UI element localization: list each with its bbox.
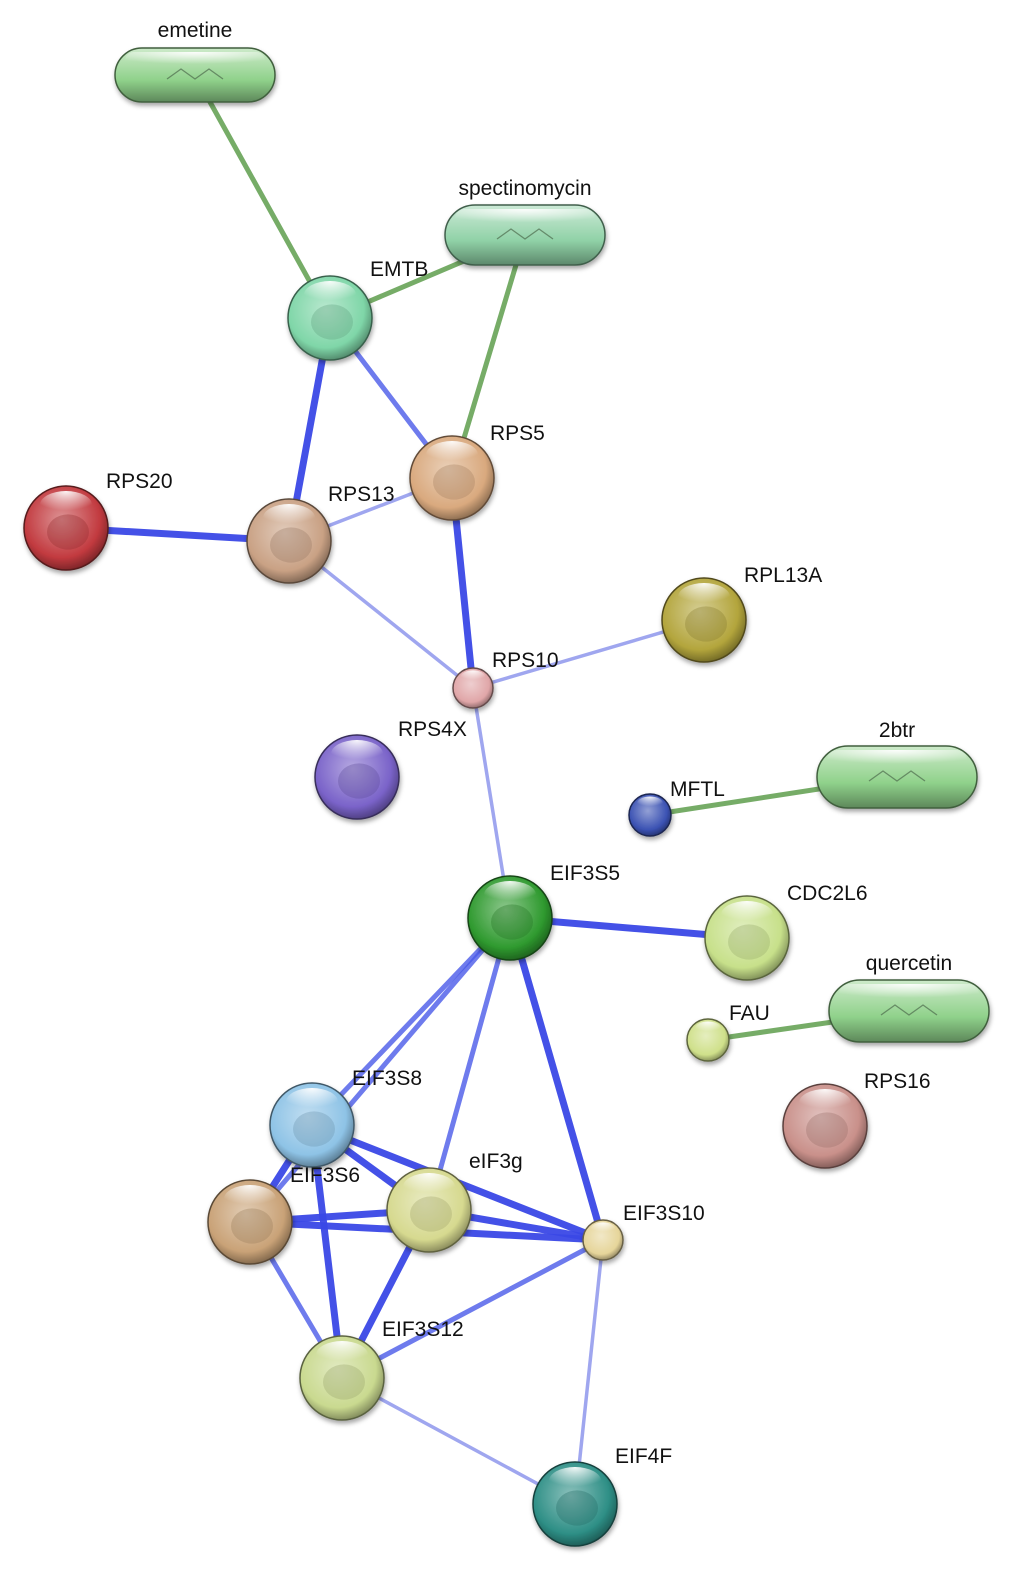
protein-structure-icon (270, 527, 312, 563)
molecule-structure-icon (868, 770, 926, 782)
node-EIF3S6[interactable] (207, 1179, 293, 1265)
node-label-MFTL: MFTL (670, 778, 725, 801)
gloss-highlight (483, 881, 537, 909)
node-quercetin[interactable] (828, 979, 990, 1043)
gloss-highlight (223, 1185, 277, 1213)
gloss-highlight (262, 504, 316, 532)
node-label-EIF4F: EIF4F (615, 1445, 672, 1468)
gloss-highlight (798, 1089, 852, 1117)
node-label-EIF3S8: EIF3S8 (352, 1067, 422, 1090)
node-EIF3S8[interactable] (269, 1082, 355, 1168)
node-RPS4X[interactable] (314, 734, 400, 820)
protein-structure-icon (556, 1490, 598, 1526)
node-label-RPS16: RPS16 (864, 1070, 931, 1093)
gloss-highlight (460, 670, 486, 684)
edge-EIF3S10-EIF4F[interactable] (573, 1238, 605, 1506)
gloss-highlight (677, 583, 731, 611)
gloss-highlight (402, 1173, 456, 1201)
molecule-structure-icon (496, 228, 554, 240)
node-label-EIF3S6: EIF3S6 (290, 1164, 360, 1187)
gloss-highlight (720, 901, 774, 929)
protein-structure-icon (293, 1111, 335, 1147)
edge-EIF3S5-eIF3g[interactable] (426, 915, 513, 1213)
edge-EIF3S12-EIF4F[interactable] (340, 1376, 577, 1506)
gloss-highlight (315, 1341, 369, 1369)
gloss-highlight (125, 52, 265, 70)
protein-structure-icon (728, 924, 770, 960)
protein-structure-icon (806, 1112, 848, 1148)
node-label-spectinomycin: spectinomycin (458, 177, 591, 200)
protein-structure-icon (338, 763, 380, 799)
edge-emetine-EMTB[interactable] (192, 72, 333, 321)
protein-structure-icon (685, 606, 727, 642)
node-EIF4F[interactable] (532, 1461, 618, 1547)
node-label-RPS20: RPS20 (106, 470, 173, 493)
node-label-EIF3S12: EIF3S12 (382, 1318, 464, 1341)
node-label-CDC2L6: CDC2L6 (787, 882, 868, 905)
node-EIF3S10[interactable] (582, 1219, 624, 1261)
protein-structure-icon (491, 904, 533, 940)
gloss-highlight (590, 1222, 616, 1236)
node-EIF3S5[interactable] (467, 875, 553, 961)
edge-EIF3S10-EIF3S12[interactable] (339, 1237, 606, 1381)
gloss-highlight (425, 441, 479, 469)
node-label-RPS5: RPS5 (490, 422, 545, 445)
node-EMTB[interactable] (287, 275, 373, 361)
gloss-highlight (827, 750, 967, 770)
node-RPS13[interactable] (246, 498, 332, 584)
gloss-highlight (455, 209, 595, 229)
node-label-FAU: FAU (729, 1002, 770, 1025)
node-label-EMTB: EMTB (370, 258, 428, 281)
gloss-highlight (548, 1467, 602, 1495)
node-CDC2L6[interactable] (704, 895, 790, 981)
gloss-highlight (303, 281, 357, 309)
node-EIF3S12[interactable] (299, 1335, 385, 1421)
gloss-highlight (636, 796, 664, 811)
protein-structure-icon (311, 304, 353, 340)
node-spectinomycin[interactable] (444, 204, 606, 266)
molecule-structure-icon (880, 1004, 938, 1016)
node-FAU[interactable] (686, 1018, 730, 1062)
gloss-highlight (694, 1021, 722, 1036)
node-RPS16[interactable] (782, 1083, 868, 1169)
protein-structure-icon (433, 464, 475, 500)
node-label-EIF3S10: EIF3S10 (623, 1202, 705, 1225)
node-label-RPS10: RPS10 (492, 649, 559, 672)
node-label-EIF3S5: EIF3S5 (550, 862, 620, 885)
node-eIF3g[interactable] (386, 1167, 472, 1253)
gloss-highlight (330, 740, 384, 768)
gloss-highlight (839, 984, 979, 1004)
node-RPS20[interactable] (23, 485, 109, 571)
edge-EIF3S5-EIF3S10[interactable] (506, 914, 607, 1244)
node-2btr[interactable] (816, 745, 978, 809)
node-label-RPS4X: RPS4X (398, 718, 467, 741)
node-emetine[interactable] (114, 47, 276, 103)
node-label-quercetin: quercetin (866, 952, 952, 975)
node-label-RPS13: RPS13 (328, 483, 395, 506)
edge-EIF3S5-EIF3S6[interactable] (247, 915, 513, 1225)
edge-EIF3S5-EIF3S8[interactable] (309, 915, 513, 1128)
gloss-highlight (285, 1088, 339, 1116)
protein-structure-icon (410, 1196, 452, 1232)
node-label-RPL13A: RPL13A (744, 564, 822, 587)
molecule-structure-icon (166, 68, 224, 80)
node-label-emetine: emetine (158, 19, 233, 42)
node-RPL13A[interactable] (661, 577, 747, 663)
gloss-highlight (39, 491, 93, 519)
protein-structure-icon (323, 1364, 365, 1400)
edges-layer (62, 72, 912, 1506)
node-RPS10[interactable] (452, 667, 494, 709)
protein-structure-icon (231, 1208, 273, 1244)
node-label-eIF3g: eIF3g (469, 1150, 523, 1173)
protein-structure-icon (47, 514, 89, 550)
node-MFTL[interactable] (628, 793, 672, 837)
node-label-2btr: 2btr (879, 719, 915, 742)
node-RPS5[interactable] (409, 435, 495, 521)
